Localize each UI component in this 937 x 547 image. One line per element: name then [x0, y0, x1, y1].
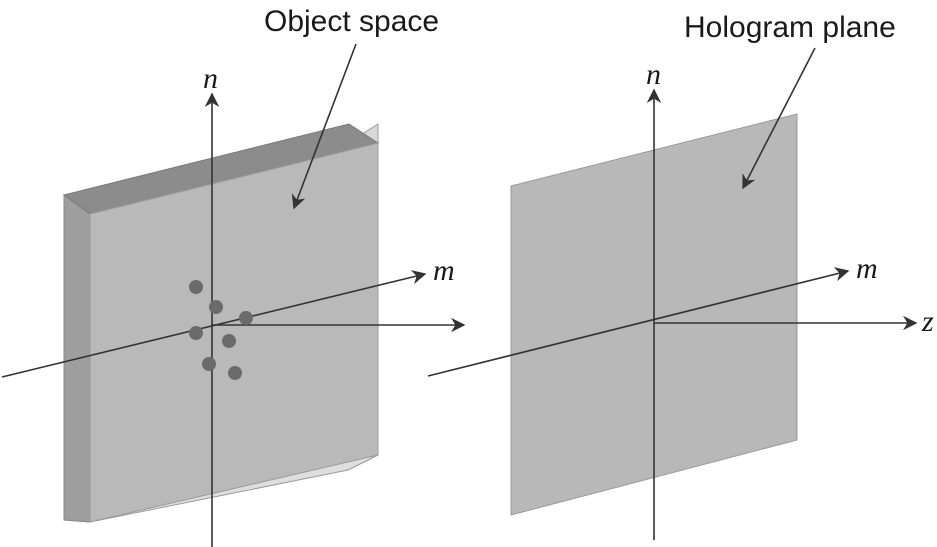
right-n-label: n: [646, 58, 661, 91]
hologram-plane-label: Hologram plane: [684, 11, 896, 44]
right-m-label: m: [856, 252, 878, 285]
object-space-slab: [62, 123, 380, 523]
object-space-callout: [291, 43, 357, 210]
left-m-label: m: [433, 254, 455, 287]
right-m-axis: [427, 267, 850, 377]
object-points: [189, 280, 253, 380]
object-point: [239, 311, 253, 325]
left-axes: [1, 92, 466, 547]
object-point: [189, 326, 203, 340]
object-point: [202, 357, 216, 371]
object-point: [222, 334, 236, 348]
left-n-label: n: [203, 62, 218, 95]
hologram-plane-callout: [742, 47, 816, 190]
slab-front-face: [89, 142, 379, 523]
object-point: [209, 300, 223, 314]
right-axes: [427, 88, 918, 540]
object-point: [228, 366, 242, 380]
object-space-label: Object space: [264, 5, 439, 38]
right-z-label: z: [921, 305, 934, 338]
object-point: [189, 280, 203, 294]
